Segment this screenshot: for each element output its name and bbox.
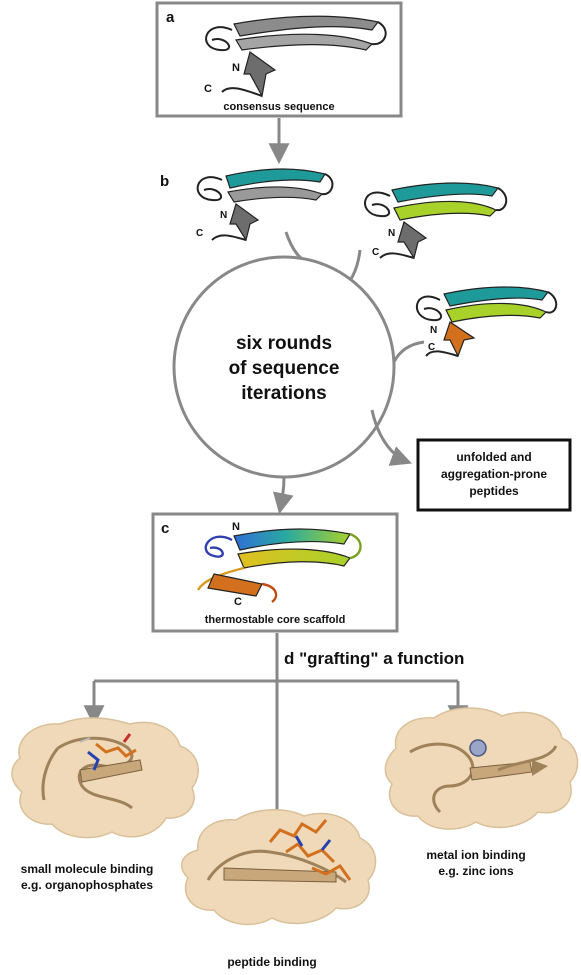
small-molecule-line-2: e.g. organophosphates (21, 878, 153, 892)
panel-c-n-label: N (232, 521, 240, 533)
panel-c-letter: c (161, 520, 169, 537)
variant-3-n-label: N (430, 325, 437, 336)
cycle-line-2: of sequence (229, 358, 340, 379)
variant-3-c-label: C (428, 342, 435, 353)
metal-ion-line-1: metal ion binding (426, 848, 525, 862)
panel-a-c-label: C (204, 83, 212, 95)
variant-2-c-label: C (372, 247, 379, 258)
panel-c-c-label: C (234, 596, 242, 608)
rejected-line-3: peptides (469, 484, 519, 498)
arrow-to-rejected (370, 409, 412, 466)
peptide-sticks (268, 819, 352, 881)
variant-2-structure (364, 182, 508, 260)
panel-a: a N C consensus sequence (155, 1, 403, 118)
cycle-line-1: six rounds (236, 333, 332, 354)
metal-ion-line-2: e.g. zinc ions (438, 864, 514, 878)
panel-a-caption: consensus sequence (223, 101, 334, 113)
peptide-line-1: peptide binding (227, 955, 316, 969)
rejected-peptides-box: unfolded and aggregation-prone peptides (416, 438, 572, 512)
panel-c: c N C thermostable core scaffold (151, 512, 399, 633)
peptide-binding-structure (180, 809, 377, 926)
rejected-line-2: aggregation-prone (441, 467, 547, 481)
rejected-line-1: unfolded and (456, 450, 531, 464)
panel-a-n-label: N (232, 62, 240, 74)
connector-variant-3 (392, 340, 425, 363)
arrow-cycle-to-c (272, 476, 294, 515)
small-molecule-binding-structure (11, 717, 199, 839)
variant-3-structure (415, 286, 558, 358)
small-molecule-line-1: small molecule binding (21, 862, 154, 876)
cycle-line-3: iterations (241, 383, 327, 404)
zinc-ion (469, 739, 487, 757)
panel-c-caption: thermostable core scaffold (205, 614, 346, 626)
panel-d-title: d "grafting" a function (284, 649, 464, 668)
panel-b-letter: b (160, 173, 169, 190)
core-scaffold-structure (196, 528, 362, 603)
variant-1-n-label: N (220, 210, 227, 221)
ligand-sticks (79, 733, 137, 771)
sequence-iteration-cycle: six rounds of sequence iterations (172, 255, 396, 479)
metal-ion-binding-structure (384, 707, 579, 830)
variant-1-structure (196, 168, 334, 242)
rejected-box-frame (416, 438, 572, 512)
consensus-structure (205, 15, 387, 98)
panel-a-letter: a (166, 9, 175, 26)
variant-2-n-label: N (388, 228, 395, 239)
panel-b: b N C N C (160, 168, 558, 358)
variant-1-c-label: C (196, 228, 203, 239)
